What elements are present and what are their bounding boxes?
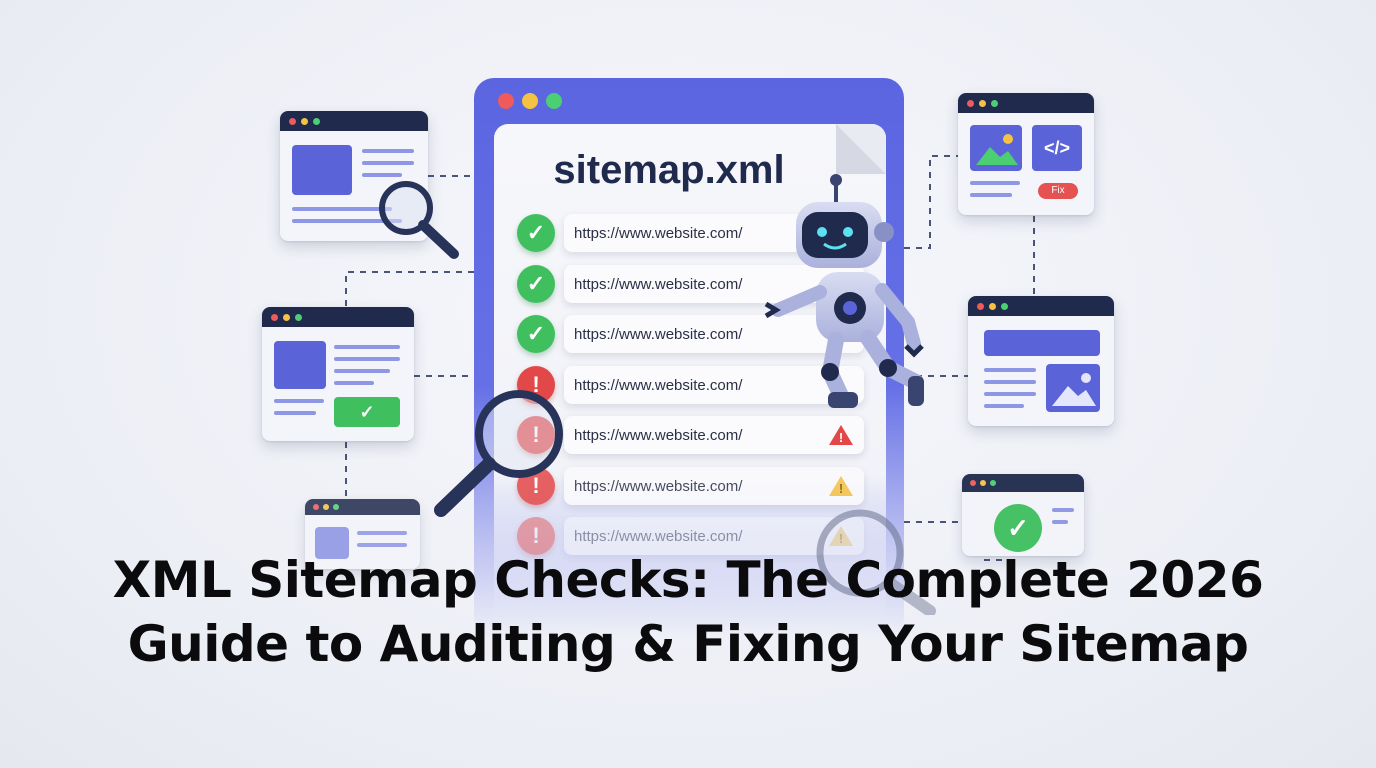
fix-button[interactable]: Fix (1038, 183, 1078, 199)
page-card-small (305, 499, 420, 569)
image-icon (1046, 364, 1100, 412)
check-circle-icon: ✓ (517, 214, 555, 252)
sitemap-url-row[interactable]: https://www.website.com/ (564, 366, 864, 404)
page-card-fix: </> Fix (958, 93, 1094, 215)
sitemap-url: https://www.website.com/ (574, 276, 743, 293)
headline: XML Sitemap Checks: The Complete 2026 Gu… (0, 548, 1376, 676)
page-card-search (280, 111, 428, 241)
magnifier-icon (434, 390, 563, 517)
code-icon: </> (1032, 125, 1082, 171)
sitemap-url-row[interactable]: https://www.website.com/! (564, 416, 864, 454)
sitemap-url-row[interactable]: https://www.website.com/! (564, 517, 864, 555)
document-title: sitemap.xml (553, 148, 785, 192)
svg-text:!: ! (839, 481, 843, 496)
check-circle-icon: ✓ (517, 315, 555, 353)
sitemap-url: https://www.website.com/ (574, 377, 743, 394)
warning-red-icon: ! (829, 425, 853, 445)
magnifier-icon (816, 509, 936, 615)
headline-line-1: XML Sitemap Checks: The Complete 2026 (112, 551, 1264, 609)
page-card-verified: ✓ (962, 474, 1084, 556)
check-circle-icon: ✓ (994, 504, 1042, 552)
sitemap-url-row[interactable]: https://www.website.com/ (564, 315, 864, 353)
maximize-dot (546, 93, 562, 109)
page-card-approved: ✓ (262, 307, 414, 441)
magnifier-icon (379, 181, 459, 259)
check-icon: ✓ (334, 397, 400, 427)
check-circle-icon: ✓ (517, 265, 555, 303)
page-card-media (968, 296, 1114, 426)
headline-line-2: Guide to Auditing & Fixing Your Sitemap (127, 615, 1249, 673)
sitemap-url: https://www.website.com/ (574, 427, 743, 444)
sitemap-url: https://www.website.com/ (574, 225, 743, 242)
page-fold (836, 124, 886, 174)
close-dot (498, 93, 514, 109)
robot-icon (764, 174, 924, 408)
error-circle-icon: ! (517, 517, 555, 555)
warning-icon: ! (829, 476, 853, 496)
sitemap-url: https://www.website.com/ (574, 478, 743, 495)
minimize-dot (522, 93, 538, 109)
svg-text:!: ! (839, 531, 843, 546)
sitemap-url-row[interactable]: https://www.website.com/! (564, 467, 864, 505)
svg-text:!: ! (839, 430, 843, 445)
error-circle-icon: ! (517, 416, 555, 454)
sitemap-url: https://www.website.com/ (574, 528, 743, 545)
sitemap-url: https://www.website.com/ (574, 326, 743, 343)
warning-icon: ! (829, 526, 853, 546)
image-icon (970, 125, 1022, 171)
